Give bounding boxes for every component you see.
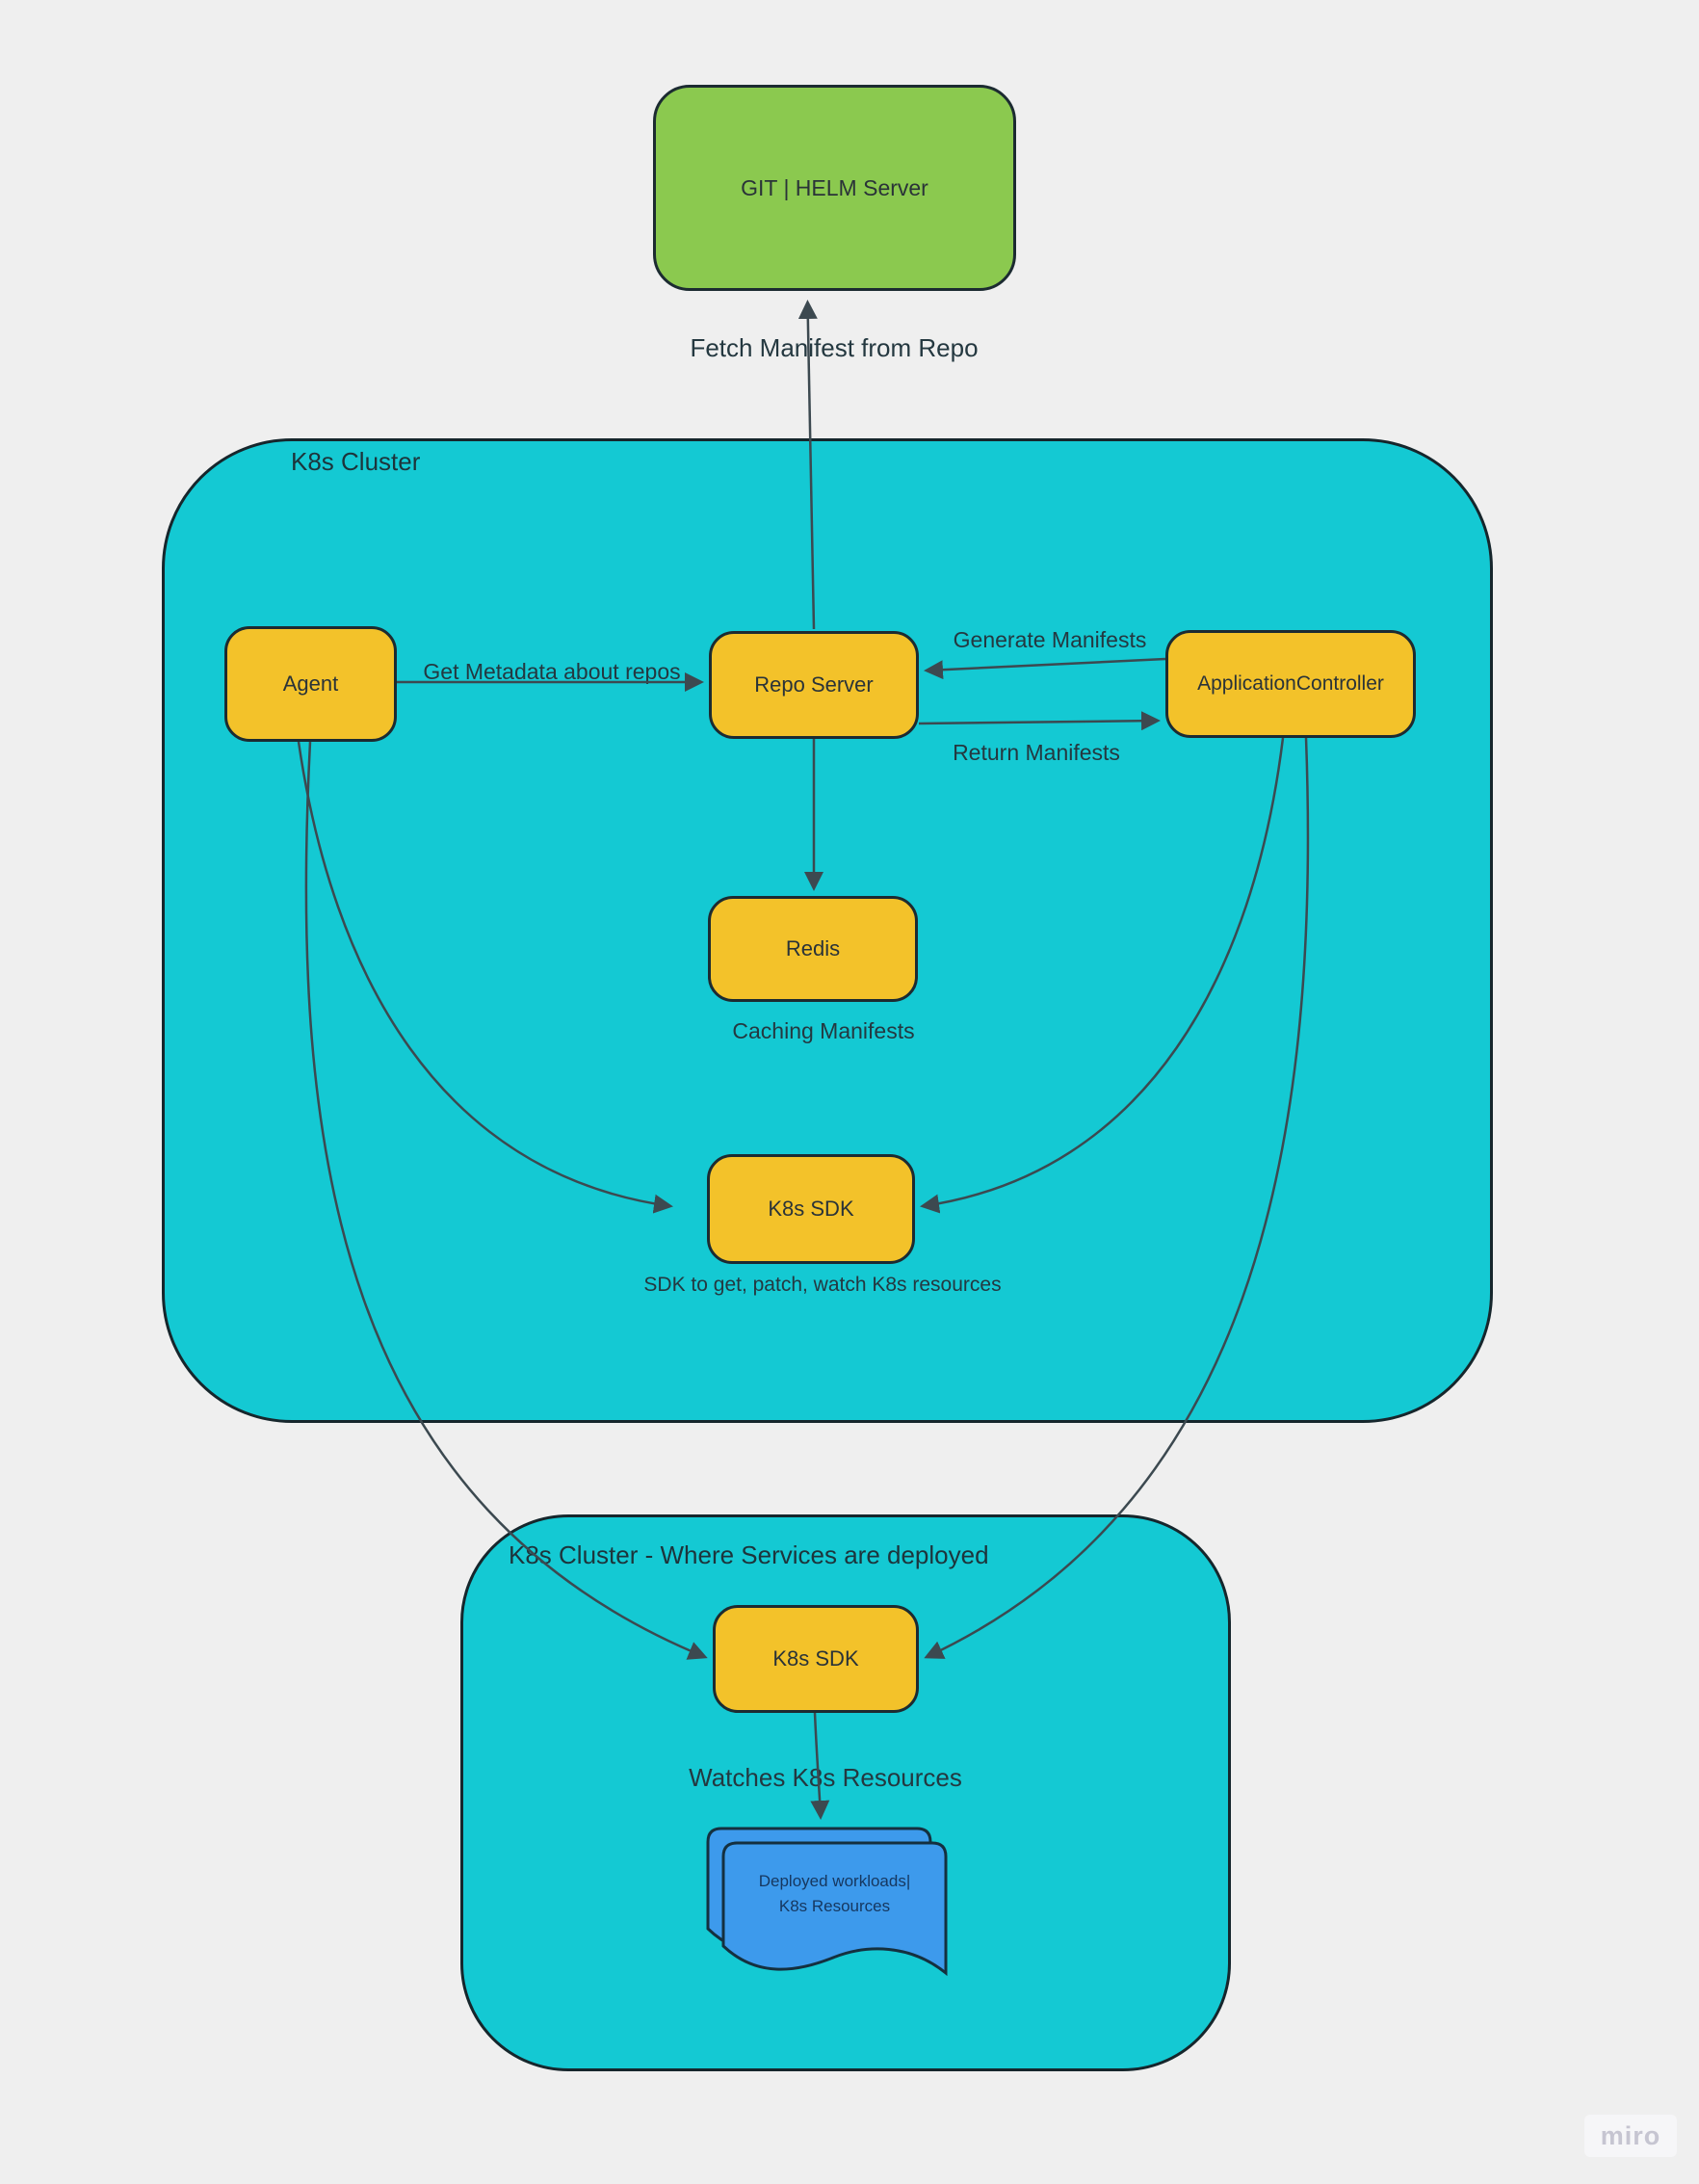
node-git-helm-server-label: GIT | HELM Server: [741, 174, 928, 200]
node-k8s-sdk-deploy-label: K8s SDK: [772, 1646, 859, 1671]
label-get-metadata[interactable]: Get Metadata about repos: [423, 659, 681, 684]
node-agent-label: Agent: [282, 671, 339, 696]
node-redis-label: Redis: [785, 936, 841, 960]
label-watches-resources[interactable]: Watches K8s Resources: [689, 1763, 962, 1792]
node-application-controller-label: ApplicationController: [1197, 672, 1384, 695]
node-agent[interactable]: Agent: [224, 626, 397, 742]
label-return-manifests[interactable]: Return Manifests: [953, 740, 1120, 765]
node-redis[interactable]: Redis: [708, 896, 918, 1002]
document-front-sheet[interactable]: [721, 1841, 948, 1977]
k8s-cluster-deploy-label: K8s Cluster - Where Services are deploye…: [509, 1540, 989, 1569]
miro-logo[interactable]: miro: [1584, 2115, 1677, 2157]
document-text-line1: Deployed workloads|: [758, 1872, 911, 1890]
miro-logo-text: miro: [1600, 2120, 1661, 2150]
label-fetch-manifest[interactable]: Fetch Manifest from Repo: [690, 333, 979, 362]
node-k8s-sdk-main[interactable]: K8s SDK: [707, 1154, 915, 1264]
label-caching-manifests[interactable]: Caching Manifests: [732, 1018, 915, 1043]
node-k8s-sdk-main-label: K8s SDK: [768, 1197, 854, 1221]
node-repo-server[interactable]: Repo Server: [709, 631, 919, 739]
document-text-line2: K8s Resources: [778, 1897, 891, 1915]
node-git-helm-server[interactable]: GIT | HELM Server: [653, 85, 1016, 291]
document-shape[interactable]: [674, 1792, 1002, 2023]
node-application-controller[interactable]: ApplicationController: [1165, 630, 1416, 738]
node-repo-server-label: Repo Server: [754, 672, 874, 697]
node-k8s-sdk-deploy[interactable]: K8s SDK: [713, 1605, 919, 1713]
k8s-cluster-main-label: K8s Cluster: [291, 447, 421, 476]
label-sdk-note[interactable]: SDK to get, patch, watch K8s resources: [643, 1274, 1002, 1296]
document-text: Deployed workloads| K8s Resources: [723, 1869, 946, 1919]
label-generate-manifests[interactable]: Generate Manifests: [953, 627, 1147, 652]
